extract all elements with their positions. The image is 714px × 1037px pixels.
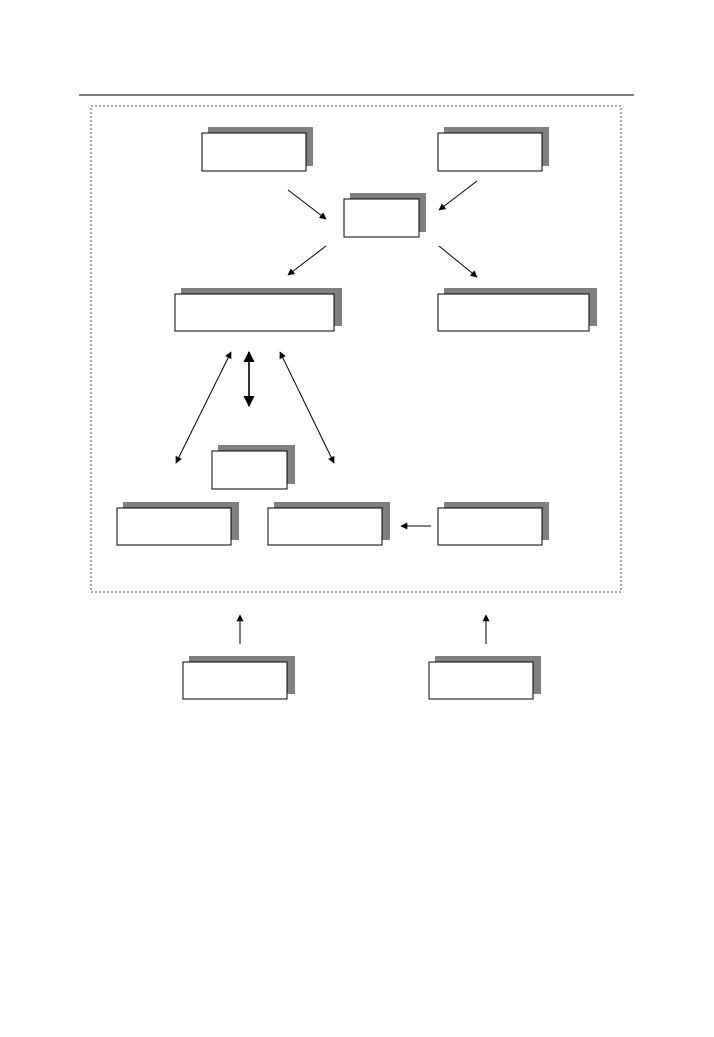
box-top-left <box>201 127 313 172</box>
box-outside-right <box>428 656 541 700</box>
box-small-center <box>211 445 295 490</box>
box-frame <box>182 661 288 700</box>
arrow-mid-left-to-bottom-left <box>175 351 232 464</box>
box-mid-left <box>174 288 342 332</box>
box-outside-left <box>182 656 295 700</box>
arrow-mid-left-to-bottom-middle <box>279 351 335 464</box>
box-center-hub <box>343 193 426 238</box>
box-frame <box>174 293 335 332</box>
dotted-frame <box>90 105 622 593</box>
box-frame <box>437 293 590 332</box>
box-top-right <box>437 127 549 172</box>
box-frame <box>211 450 288 490</box>
box-frame <box>437 132 543 172</box>
box-frame <box>437 507 543 546</box>
box-frame <box>428 661 534 700</box>
box-frame <box>201 132 307 172</box>
box-frame <box>267 507 383 546</box>
box-bottom-right <box>437 502 549 546</box>
arrow-hub-to-mid-right <box>438 245 478 278</box>
box-frame <box>343 198 420 238</box>
box-mid-right <box>437 288 597 332</box>
arrow-hub-to-mid-left <box>287 245 327 276</box>
box-frame <box>116 507 232 546</box>
arrow-top-right-to-hub <box>438 180 478 211</box>
arrow-top-left-to-hub <box>287 189 327 220</box>
box-bottom-middle <box>267 502 390 546</box>
box-bottom-left <box>116 502 239 546</box>
